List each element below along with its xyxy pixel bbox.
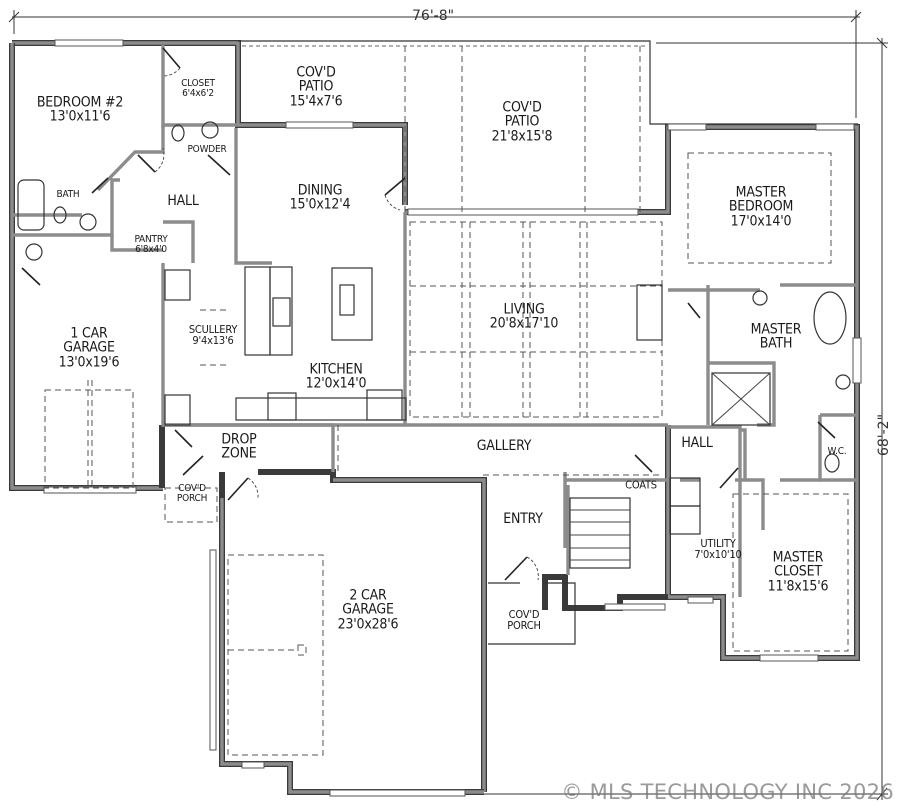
overall-depth-dimension: 68'-2" xyxy=(876,413,892,457)
room-label-powder: POWDER xyxy=(187,143,227,155)
dashed-details xyxy=(44,46,849,756)
dimension-lines xyxy=(8,10,888,801)
doors xyxy=(21,47,836,581)
room-label-entry: ENTRY xyxy=(503,510,543,527)
room-label-wc: W.C. xyxy=(827,445,847,457)
room-label-coats: COATS xyxy=(625,478,657,492)
room-label-bath: BATH xyxy=(56,188,80,200)
room-label-hall-east: HALL xyxy=(681,434,713,451)
copyright-watermark: © MLS TECHNOLOGY INC 2026 xyxy=(561,780,894,804)
windows xyxy=(43,39,862,797)
overall-width-dimension: 76'-8" xyxy=(412,8,455,24)
room-label-gallery: GALLERY xyxy=(476,437,532,454)
room-label-hall-west: HALL xyxy=(167,192,199,209)
fixtures xyxy=(17,121,851,569)
interior-walls xyxy=(12,45,857,597)
